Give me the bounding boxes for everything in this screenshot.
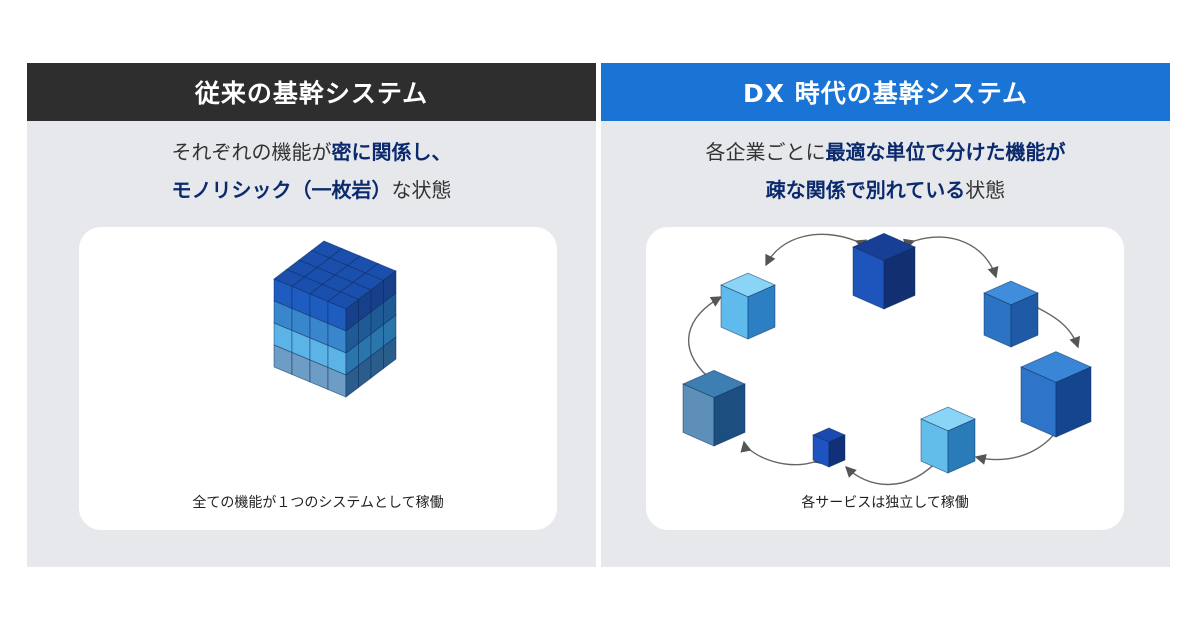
cube-right-face	[883, 246, 916, 310]
cube-right-face	[1055, 366, 1092, 438]
panel-title: 従来の基幹システム	[27, 63, 596, 121]
connection-arrow	[740, 440, 826, 466]
connection-arrow	[902, 236, 999, 279]
service-cube	[852, 232, 916, 310]
diagram-caption: 各サービスは独立して稼働	[801, 495, 969, 511]
connection-arrow	[1024, 297, 1081, 349]
service-cube	[1020, 351, 1092, 438]
cube-right-face	[747, 284, 776, 340]
panel-description: 各企業ごとに最適な単位で分けた機能が 疎な関係で別れている状態	[601, 133, 1170, 209]
connection-arrow	[765, 233, 868, 267]
cube-right-face	[713, 383, 746, 447]
connection-arrow	[845, 445, 952, 486]
diagram-card: 全ての機能が１つのシステムとして稼働	[79, 227, 557, 530]
microservice-panel: DX 時代の基幹システム 各企業ごとに最適な単位で分けた機能が 疎な関係で別れて…	[601, 63, 1170, 567]
monolith-cube-illustration	[273, 240, 397, 398]
panel-title: DX 時代の基幹システム	[601, 63, 1170, 121]
desc-text: 各企業ごとに	[705, 140, 826, 164]
diagram-caption: 全ての機能が１つのシステムとして稼働	[192, 495, 444, 511]
service-cube	[983, 280, 1039, 348]
desc-text: 状態	[965, 178, 1006, 202]
distributed-cubes-illustration	[682, 232, 1092, 486]
desc-text: それぞれの機能が	[171, 140, 332, 164]
service-cube	[682, 369, 746, 447]
service-cube	[920, 406, 976, 474]
cube-right-face	[828, 434, 846, 468]
panel-description: それぞれの機能が密に関係し、 モノリシック（一枚岩）な状態	[27, 133, 596, 209]
connection-arrow	[688, 296, 723, 388]
service-cube	[812, 427, 846, 468]
desc-emphasis: 疎な関係で別れている	[765, 178, 966, 202]
desc-text: な状態	[391, 178, 452, 202]
cube-right-face	[947, 418, 976, 474]
cube-cell	[383, 336, 397, 370]
desc-emphasis: モノリシック（一枚岩）	[171, 178, 392, 202]
desc-emphasis: 最適な単位で分けた機能が	[825, 140, 1066, 164]
service-cube	[720, 272, 776, 340]
monolith-panel: 従来の基幹システム それぞれの機能が密に関係し、 モノリシック（一枚岩）な状態 …	[27, 63, 596, 567]
desc-emphasis: 密に関係し、	[331, 140, 452, 164]
diagram-card: 各サービスは独立して稼働	[646, 227, 1124, 530]
cube-right-face	[1010, 292, 1039, 348]
